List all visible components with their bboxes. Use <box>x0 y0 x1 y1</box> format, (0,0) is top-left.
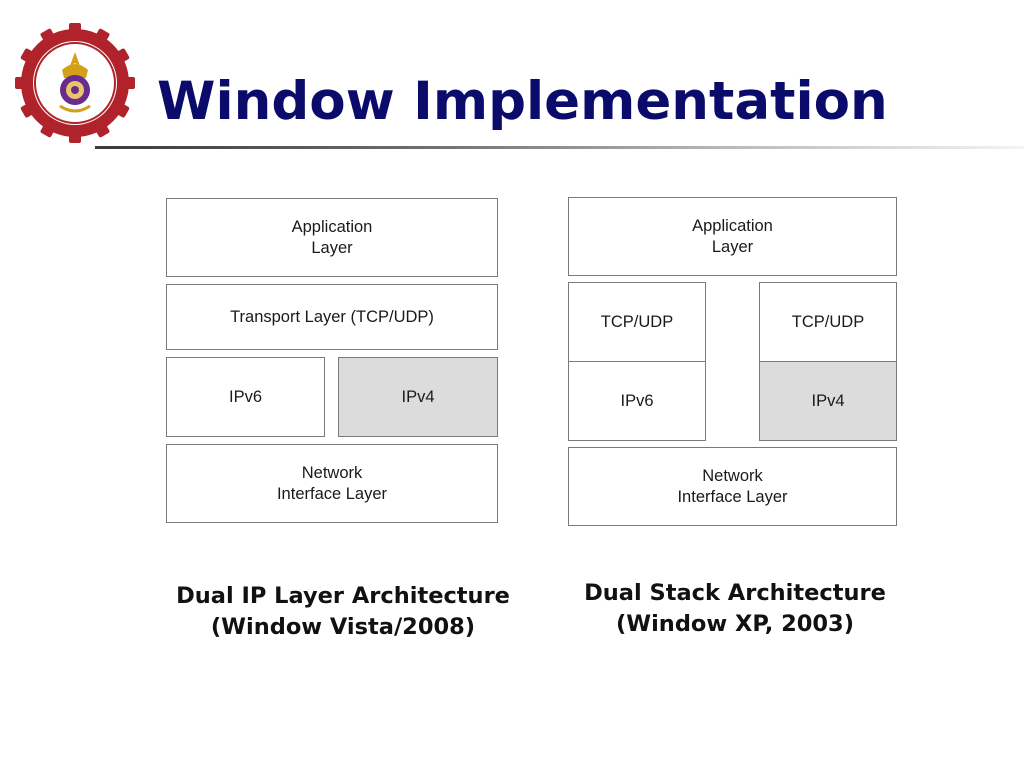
page-title: Window Implementation <box>157 71 888 132</box>
ipv6-box: IPv6 <box>568 361 706 441</box>
ipv6-box: IPv6 <box>166 357 325 437</box>
tcp-udp-box-left: TCP/UDP <box>568 282 706 362</box>
ipv4-box: IPv4 <box>338 357 498 437</box>
title-divider <box>95 146 1024 149</box>
ipv4-box: IPv4 <box>759 361 897 441</box>
computer-engineering-emblem-icon <box>15 23 135 143</box>
tcp-udp-box-right: TCP/UDP <box>759 282 897 362</box>
emblem-center-icon <box>45 52 105 115</box>
network-interface-layer-box: Network Interface Layer <box>568 447 897 526</box>
network-interface-layer-box: Network Interface Layer <box>166 444 498 523</box>
application-layer-box: Application Layer <box>166 198 498 277</box>
dual-ip-layer-caption: Dual IP Layer Architecture (Window Vista… <box>176 583 510 640</box>
dual-stack-caption: Dual Stack Architecture (Window XP, 2003… <box>584 580 886 637</box>
transport-layer-box: Transport Layer (TCP/UDP) <box>166 284 498 350</box>
application-layer-box: Application Layer <box>568 197 897 276</box>
